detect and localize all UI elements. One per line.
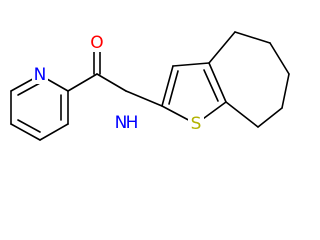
bond-th-c3-c3a: [172, 62, 210, 67]
carbonyl-oxygen: O: [89, 33, 105, 53]
pyridine-nitrogen-label: N: [34, 65, 47, 85]
bond-th-c3a-c8a-inner: [203, 69, 219, 102]
bond-ch-c7-c8: [257, 107, 283, 128]
thiophene-sulfur: S: [188, 114, 204, 134]
bond-py-c6-n1-inner: [17, 82, 41, 96]
bond-ch-c4-c5: [234, 31, 271, 44]
bond-py-c3-c4: [39, 123, 69, 141]
bond-th-c2-c3: [161, 65, 174, 107]
amide-nitrogen-label: N: [115, 113, 128, 133]
bond-ch-c6-c7: [281, 73, 290, 109]
atom-labels: N O N H S: [32, 33, 204, 134]
pyridine-nitrogen: N: [32, 65, 48, 85]
bond-ch-c8-c8a: [225, 101, 259, 128]
molecule-structure: N O N H S: [10, 31, 290, 141]
amide-hydrogen-label: H: [126, 113, 139, 133]
bond-carbonyl-nh: [96, 73, 127, 92]
carbonyl-oxygen-label: O: [90, 33, 103, 53]
bond-th-c3a-c8a: [208, 62, 227, 103]
bond-py-c4-c5: [10, 123, 41, 141]
bond-th-c2-c3-inner: [168, 70, 179, 105]
bond-nh-thiophene: [125, 90, 163, 107]
thiophene-sulfur-label: S: [191, 114, 202, 134]
bond-py-c4-c5-inner: [17, 119, 41, 133]
bond-ch-c5-c6: [269, 42, 290, 75]
bond-ch-c3a-c4: [208, 31, 236, 64]
bond-py-carbonyl: [67, 73, 98, 92]
amide-nh: N H: [114, 113, 138, 133]
bonds: [10, 31, 290, 141]
